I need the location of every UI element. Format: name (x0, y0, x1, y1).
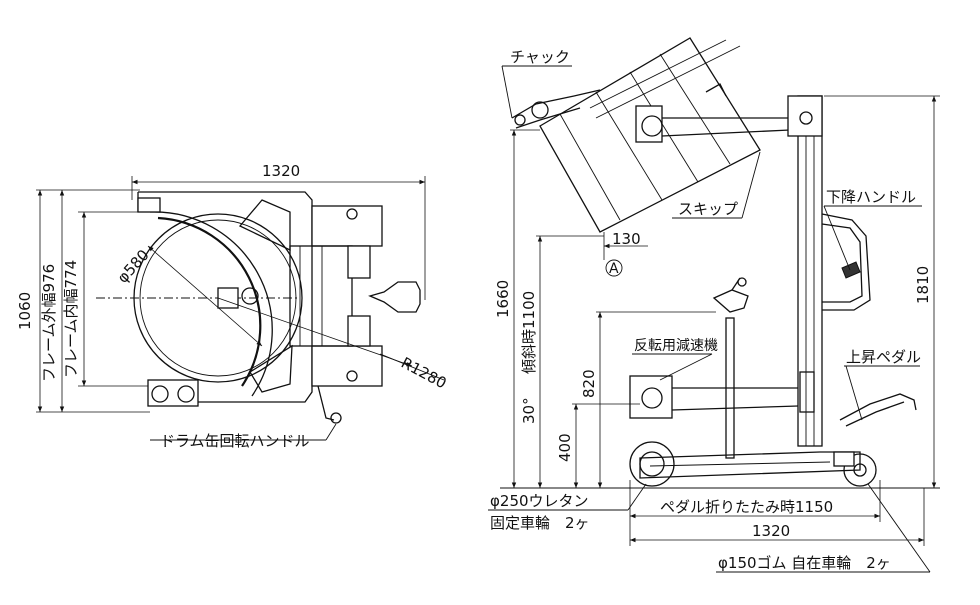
dim-frame-inner: フレーム内幅774 (62, 260, 80, 378)
dim-400: 400 (556, 433, 574, 462)
dim-top-1320: 1320 (262, 162, 300, 180)
label-urethane-wheel: φ250ウレタン (490, 492, 589, 510)
side-view: チャック スキップ 下降ハンドル 反転用減速機 上昇ペダル 1660 傾斜時11… (488, 37, 940, 573)
label-circle-a: A (609, 261, 619, 277)
dim-820: 820 (580, 369, 598, 398)
dim-1810: 1810 (914, 266, 932, 304)
label-reverse-reducer: 反転用減速機 (634, 337, 718, 354)
dim-tilt-1100: 傾斜時1100 (520, 291, 538, 374)
label-chuck: チャック (510, 48, 570, 66)
label-lower-handle: 下降ハンドル (826, 188, 916, 206)
dim-frame-outer: フレーム外幅976 (40, 264, 58, 382)
tilted-drum (539, 37, 761, 233)
label-drum-rotate-handle: ドラム缶回転ハンドル (160, 432, 310, 450)
label-fixed-wheel: 固定車輪 2ヶ (490, 514, 590, 532)
dim-r1280: R1280 (398, 354, 449, 393)
dim-1660: 1660 (494, 280, 512, 318)
label-lift-pedal: 上昇ペダル (846, 348, 921, 366)
dim-pedal-folded: ペダル折りたたみ時1150 (660, 498, 833, 516)
dim-130: 130 (612, 230, 641, 248)
label-rubber-caster: φ150ゴム 自在車輪 2ヶ (718, 554, 891, 572)
label-skip: スキップ (678, 200, 738, 218)
label-angle: 30° (520, 397, 538, 424)
dim-1060: 1060 (16, 292, 34, 330)
plan-view: 1320 1060 フレーム外幅976 フレーム内幅774 φ580 (16, 162, 449, 450)
dim-side-1320: 1320 (752, 522, 790, 540)
